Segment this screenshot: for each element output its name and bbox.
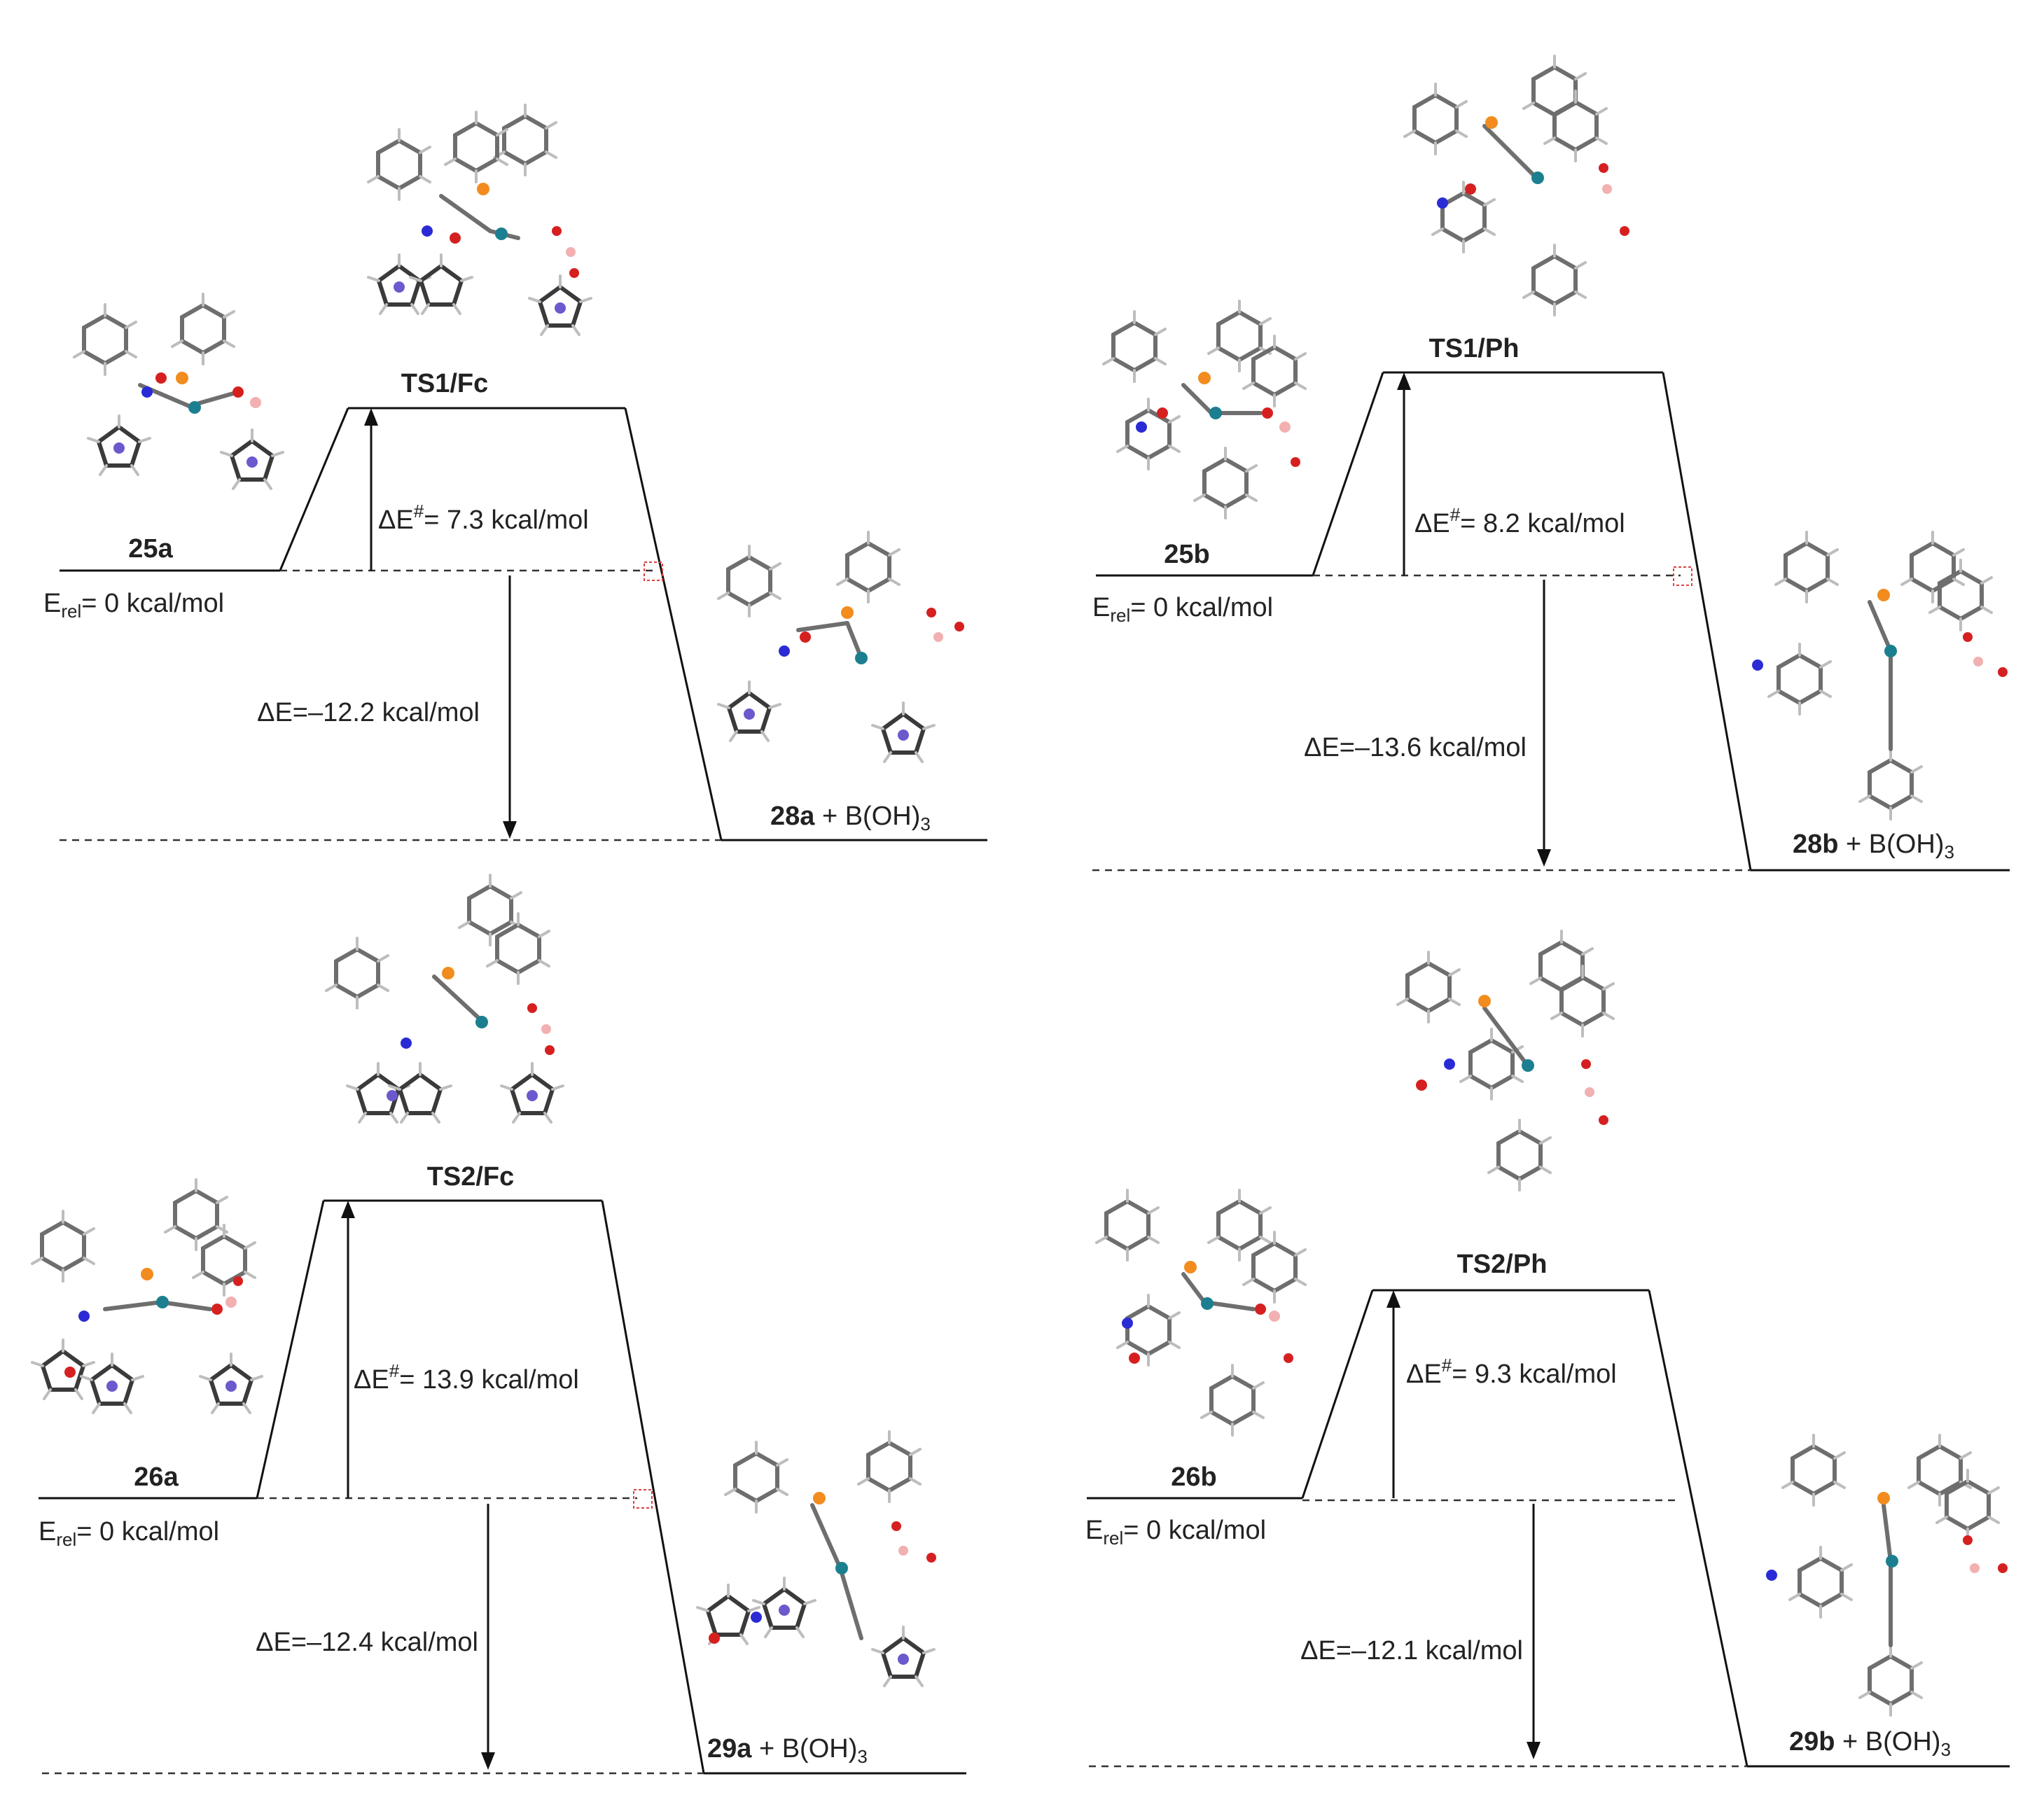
reactant-label: 25b — [1164, 540, 1209, 569]
reaction-arrowhead — [1537, 849, 1551, 867]
erel-label: Erel= 0 kcal/mol — [1092, 593, 1273, 626]
molecule-26a — [32, 1180, 262, 1413]
molecule-25b — [1104, 301, 1305, 518]
molecule-ts2-ph — [1398, 931, 1613, 1190]
barrier-label: ΔE#= 8.2 kcal/mol — [1414, 504, 1625, 538]
reaction-energy-label: ΔE=–12.4 kcal/mol — [256, 1628, 478, 1657]
barrier-arrowhead — [1397, 372, 1411, 390]
reaction-arrowhead — [503, 821, 517, 839]
molecule-29b — [1766, 1435, 2008, 1715]
connector-up — [1301, 1290, 1374, 1499]
placeholder-marker — [633, 1489, 653, 1509]
molecule-29a — [697, 1432, 936, 1686]
connector-up — [256, 1200, 325, 1499]
connector-down — [624, 407, 723, 841]
molecule-ts1-ph — [1405, 56, 1629, 315]
molecule-ts2-fc — [326, 875, 563, 1122]
barrier-arrowhead — [364, 408, 378, 426]
erel-label: Erel= 0 kcal/mol — [39, 1517, 219, 1550]
reactant-label: 26a — [134, 1462, 179, 1492]
panel-26b-ts2-ph: 26b TS2/Ph Erel= 0 kcal/mol ΔE#= 9.3 kca… — [1085, 931, 2010, 1768]
reaction-energy-label: ΔE=–13.6 kcal/mol — [1304, 733, 1527, 762]
ts-label: TS2/Ph — [1457, 1250, 1548, 1279]
placeholder-marker — [644, 561, 663, 581]
barrier-arrowhead — [341, 1201, 355, 1218]
connector-down — [1648, 1290, 1748, 1767]
reactant-label: 25a — [128, 534, 173, 564]
connector-up — [279, 407, 349, 571]
ts-label: TS1/Fc — [401, 369, 489, 398]
product-label: 28a + B(OH)3 — [770, 802, 931, 834]
ts-label: TS1/Ph — [1429, 334, 1520, 363]
barrier-label: ΔE#= 7.3 kcal/mol — [378, 501, 589, 535]
barrier-label: ΔE#= 9.3 kcal/mol — [1406, 1355, 1617, 1389]
reaction-arrowhead — [481, 1752, 495, 1770]
barrier-arrowhead — [1386, 1290, 1400, 1308]
reactant-label: 26b — [1171, 1462, 1216, 1492]
reaction-energy-label: ΔE=–12.2 kcal/mol — [257, 698, 480, 727]
molecule-ts1-fc — [368, 105, 591, 335]
reaction-energy-label: ΔE=–12.1 kcal/mol — [1300, 1636, 1523, 1665]
placeholder-marker — [1673, 566, 1692, 586]
connector-up — [1312, 372, 1384, 576]
reaction-arrowhead — [1527, 1742, 1541, 1759]
panel-25b-ts1-ph: 25b TS1/Ph Erel= 0 kcal/mol ΔE#= 8.2 kca… — [1092, 56, 2010, 872]
erel-label: Erel= 0 kcal/mol — [43, 589, 224, 622]
erel-label: Erel= 0 kcal/mol — [1085, 1516, 1266, 1549]
molecule-26b — [1097, 1190, 1305, 1435]
product-label: 29b + B(OH)3 — [1789, 1727, 1951, 1760]
molecule-28a — [718, 532, 964, 762]
panel-26a-ts2-fc: 26a TS2/Fc Erel= 0 kcal/mol ΔE#= 13.9 kc… — [32, 875, 966, 1775]
product-label: 29a + B(OH)3 — [707, 1734, 868, 1767]
product-label: 28b + B(OH)3 — [1793, 830, 1954, 862]
molecule-28b — [1752, 532, 2008, 819]
connector-down — [1662, 372, 1752, 871]
molecule-25a — [74, 294, 283, 489]
connector-down — [601, 1200, 705, 1774]
barrier-label: ΔE#= 13.9 kcal/mol — [354, 1360, 579, 1395]
ts-label: TS2/Fc — [427, 1162, 515, 1192]
panel-25a-ts1-fc: 25a TS1/Fc Erel= 0 kcal/mol ΔE#= 7.3 kca… — [43, 105, 987, 841]
